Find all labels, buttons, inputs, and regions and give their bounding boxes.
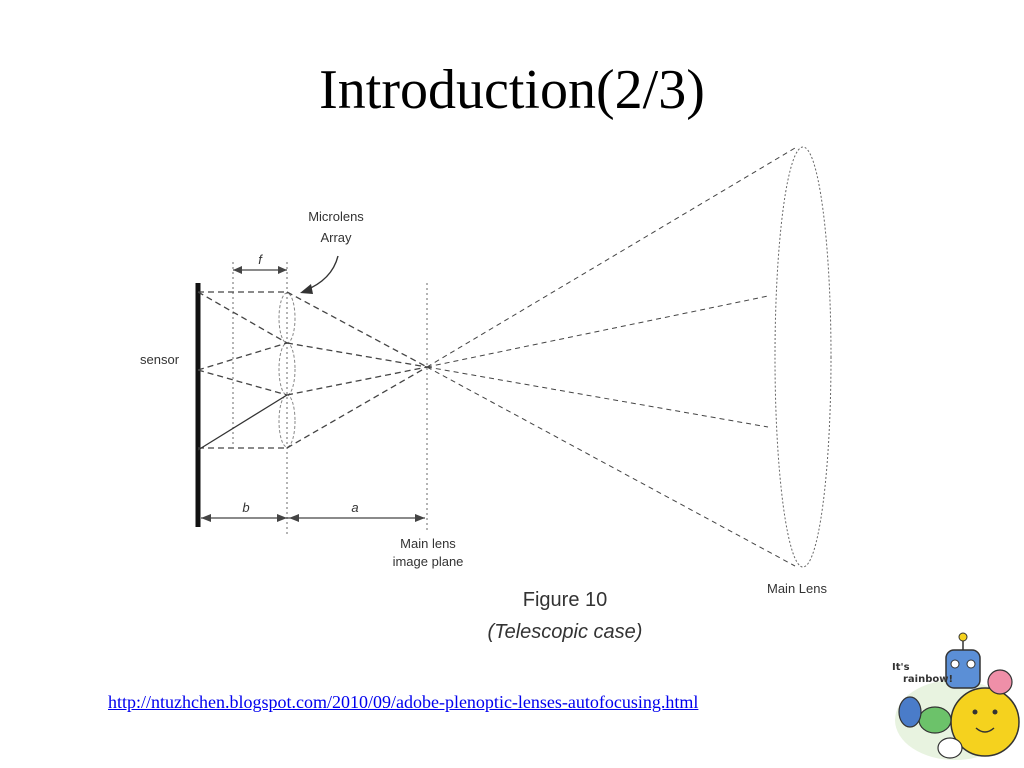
label-image-plane-line2: image plane	[393, 554, 464, 569]
sensor-solid-ray	[197, 394, 288, 451]
label-microlens-line1: Microlens	[308, 209, 364, 224]
figure-caption-line2: (Telescopic case)	[488, 621, 643, 643]
label-main-lens: Main Lens	[767, 581, 827, 596]
label-b: b	[242, 500, 249, 515]
label-f: f	[258, 252, 263, 267]
figure-caption-line1: Figure 10	[523, 589, 608, 611]
sensor-rays	[197, 291, 288, 449]
source-link[interactable]: http://ntuzhchen.blogspot.com/2010/09/ad…	[108, 692, 699, 712]
label-image-plane-line1: Main lens	[400, 536, 456, 551]
main-lens	[774, 146, 832, 568]
microlens-rays	[286, 291, 428, 449]
slide-title: Introduction(2/3)	[319, 59, 705, 121]
main-lens-rays	[426, 147, 796, 567]
label-microlens-line2: Array	[320, 230, 352, 245]
label-sensor: sensor	[140, 352, 180, 367]
label-a: a	[351, 500, 358, 515]
